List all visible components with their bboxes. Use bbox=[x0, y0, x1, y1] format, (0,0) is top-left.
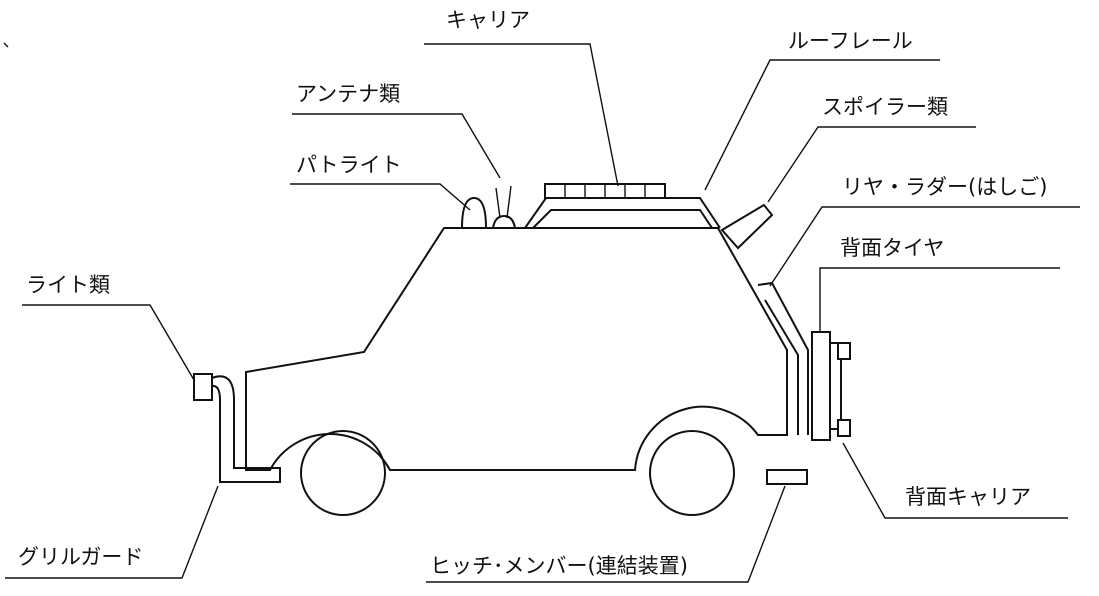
rear-carrier-mount-top bbox=[837, 342, 851, 360]
spoiler bbox=[720, 203, 774, 250]
label-spoilers: スポイラー類 bbox=[822, 95, 948, 119]
leader-rear-ladder bbox=[769, 206, 1080, 287]
label-spare-tire: 背面タイヤ bbox=[840, 236, 945, 260]
front-light bbox=[193, 373, 213, 401]
antenna-base bbox=[492, 214, 516, 229]
leader-spoilers bbox=[767, 126, 976, 203]
leader-spare-tire bbox=[819, 267, 1060, 332]
rear-wheel bbox=[649, 430, 735, 516]
leader-carrier bbox=[424, 43, 619, 187]
label-antennas: アンテナ類 bbox=[296, 82, 401, 106]
grille-guard bbox=[211, 375, 281, 483]
leader-lights bbox=[22, 304, 195, 381]
label-patrol-light: パトライト bbox=[296, 153, 402, 177]
scan-mark bbox=[3, 42, 9, 48]
spare-tire bbox=[829, 342, 842, 430]
patrol-light bbox=[461, 196, 487, 229]
leader-rear-carrier bbox=[842, 442, 1068, 519]
carrier-rack bbox=[524, 197, 721, 229]
front-wheel bbox=[300, 430, 386, 516]
leader-roof-rail bbox=[704, 59, 940, 191]
label-rear-ladder: リヤ・ラダー(はしご) bbox=[842, 175, 1048, 199]
car-body-outline bbox=[245, 227, 788, 471]
carrier-box-dividers bbox=[564, 184, 646, 198]
rear-carrier-mount-bottom bbox=[837, 419, 851, 437]
leader-patrol-light bbox=[290, 183, 471, 211]
leader-hitch-member bbox=[426, 485, 786, 583]
hitch-member bbox=[766, 469, 808, 485]
label-roof-rail: ルーフレール bbox=[788, 29, 913, 53]
label-hitch-member: ヒッチ･メンバー(連結装置) bbox=[430, 554, 688, 578]
antenna-rods bbox=[495, 185, 512, 219]
label-carrier: キャリア bbox=[446, 8, 530, 32]
leader-grille-guard bbox=[5, 485, 219, 579]
leader-antennas bbox=[292, 113, 501, 179]
rear-ladder bbox=[757, 281, 809, 435]
label-rear-carrier: 背面キャリア bbox=[905, 485, 1031, 509]
spare-tire-bracket bbox=[811, 331, 831, 441]
label-grille-guard: グリルガード bbox=[18, 545, 144, 569]
label-lights: ライト類 bbox=[26, 273, 110, 297]
